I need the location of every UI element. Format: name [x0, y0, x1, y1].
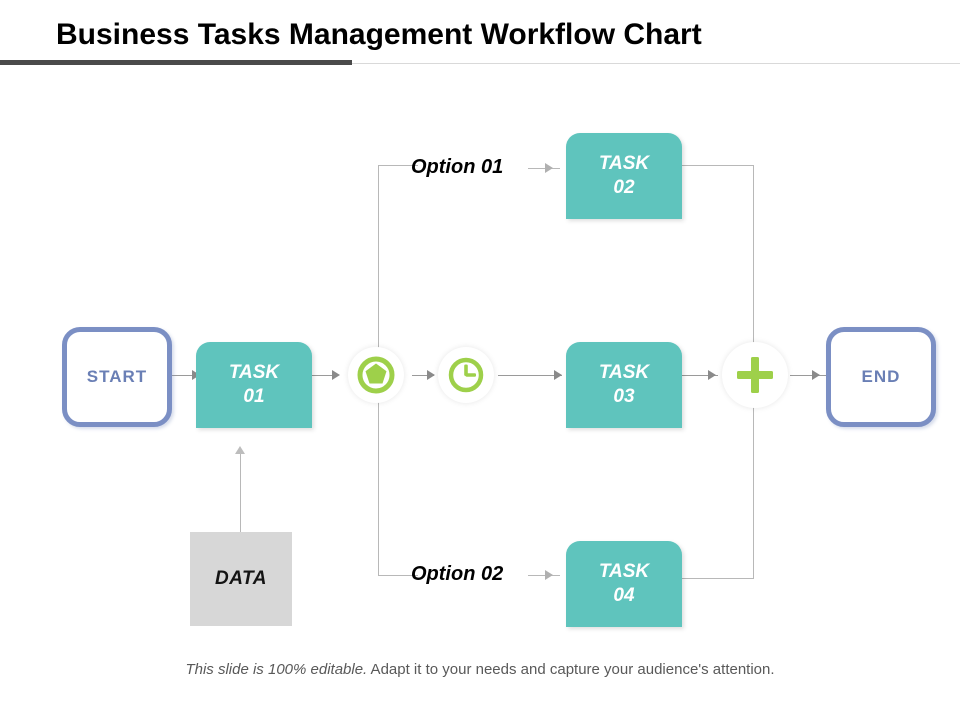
arrowhead-option01-to-task02: [545, 163, 553, 173]
connector-start-to-task01: [172, 375, 196, 376]
task-03-label-line1: TASK: [598, 362, 650, 384]
task-01-label-line1: TASK: [228, 362, 280, 384]
arrowhead-plus-to-end: [812, 370, 820, 380]
header-rule-accent: [0, 60, 352, 65]
connector-task02-right: [682, 165, 754, 166]
data-node-label: DATA: [215, 568, 267, 589]
connector-plus-to-end: [790, 375, 826, 376]
data-node[interactable]: DATA: [190, 532, 292, 626]
branch-bottom-stub: [378, 575, 418, 576]
plus-icon: [737, 357, 773, 393]
arrowhead-option02-to-task04: [545, 570, 553, 580]
task-03-label-line2: 03: [613, 386, 635, 407]
connector-task04-up: [753, 406, 754, 578]
footer-rest: Adapt it to your needs and capture your …: [367, 661, 775, 678]
connector-data-to-task01: [240, 452, 241, 532]
end-node[interactable]: END: [826, 327, 936, 427]
footer-emphasis: This slide is 100% editable.: [185, 661, 368, 678]
pentagon-icon: [357, 356, 395, 394]
connector-option01-to-task02: [528, 168, 560, 169]
task-02-node[interactable]: TASK 02: [566, 133, 682, 219]
arrowhead-task01-to-pentagon: [332, 370, 340, 380]
task-01-label-line2: 01: [243, 386, 265, 407]
clock-icon-circle[interactable]: [438, 347, 494, 403]
start-node[interactable]: START: [62, 327, 172, 427]
arrowhead-task03-to-plus: [708, 370, 716, 380]
connector-task01-to-pentagon: [312, 375, 336, 376]
header-rule-light: [0, 63, 960, 64]
connector-option02-to-task04: [528, 575, 560, 576]
connector-task04-right: [682, 578, 754, 579]
task-04-label-line1: TASK: [598, 561, 650, 583]
task-03-node[interactable]: TASK 03: [566, 342, 682, 428]
option-01-label: Option 01: [411, 156, 504, 178]
arrowhead-data-to-task01: [235, 446, 245, 454]
task-04-label-line2: 04: [613, 585, 635, 606]
option-02-label: Option 02: [411, 563, 504, 585]
arrowhead-pentagon-to-clock: [427, 370, 435, 380]
task-02-label-line1: TASK: [598, 153, 650, 175]
task-04-node[interactable]: TASK 04: [566, 541, 682, 627]
connector-clock-to-task03: [498, 375, 562, 376]
pentagon-icon-circle[interactable]: [348, 347, 404, 403]
task-02-label-line2: 02: [613, 177, 635, 198]
connector-task02-down: [753, 165, 754, 345]
branch-top-stub: [378, 165, 418, 166]
end-node-label: END: [861, 367, 901, 386]
start-node-label: START: [86, 367, 148, 386]
connector-task03-to-plus: [682, 375, 718, 376]
footer-note: This slide is 100% editable. Adapt it to…: [0, 661, 960, 678]
arrowhead-clock-to-task03: [554, 370, 562, 380]
plus-icon-circle[interactable]: [722, 342, 788, 408]
task-01-node[interactable]: TASK 01: [196, 342, 312, 428]
connector-pentagon-to-clock: [412, 375, 434, 376]
clock-icon: [448, 357, 484, 393]
page-title: Business Tasks Management Workflow Chart: [56, 18, 702, 51]
